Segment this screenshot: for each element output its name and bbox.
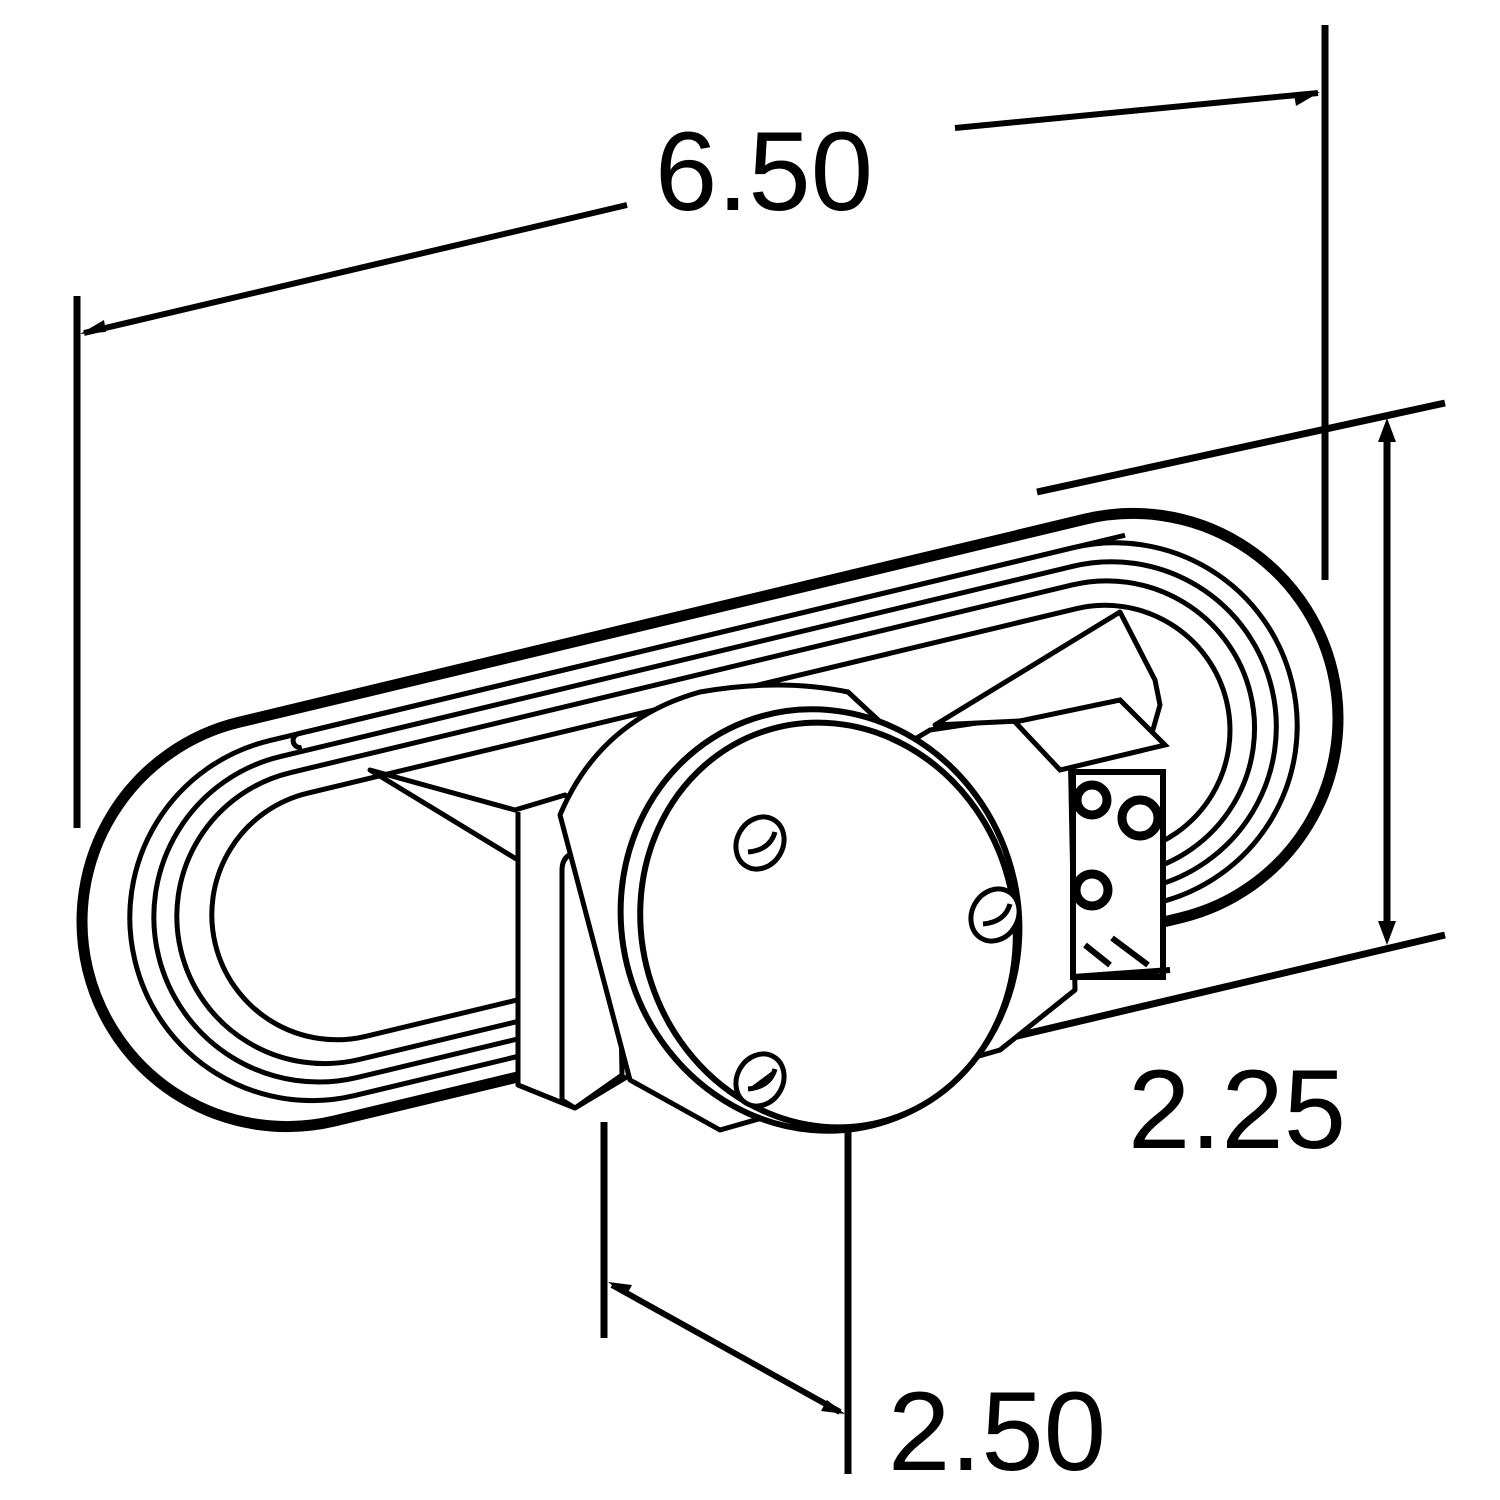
connector-terminal-1 xyxy=(1083,942,1112,968)
depth-dimension-line xyxy=(610,1282,842,1415)
connector-pin-3 xyxy=(1071,869,1113,911)
height-extension-bottom xyxy=(999,931,1446,1044)
length-dimension xyxy=(73,25,1329,828)
connector-terminal-2 xyxy=(1110,935,1150,968)
plug-connector[interactable] xyxy=(1010,697,1171,980)
length-label: 6.50 xyxy=(655,109,873,234)
connector-pin-2 xyxy=(1117,795,1163,841)
oval-back-cap xyxy=(617,706,1023,1134)
length-dimension-line-left xyxy=(83,202,628,336)
height-extension-top xyxy=(1036,399,1446,496)
height-dimension xyxy=(999,399,1446,1044)
connector-base xyxy=(1072,967,1171,980)
screw-icon xyxy=(733,814,787,872)
screw-icon xyxy=(733,1051,787,1109)
back-cap-face xyxy=(637,719,1019,1131)
arrowhead-bottom xyxy=(1378,921,1396,945)
arrowhead-depth-left xyxy=(608,1282,632,1296)
depth-dimension xyxy=(600,1110,852,1474)
screw-right xyxy=(968,886,1022,944)
arrowhead-depth-right xyxy=(821,1400,845,1414)
arrowhead-top xyxy=(1378,418,1396,442)
length-dimension-line-right xyxy=(954,90,1319,131)
connector-top xyxy=(1010,697,1170,773)
height-label: 2.25 xyxy=(1128,1047,1346,1172)
arrowhead-left xyxy=(80,320,106,334)
screw-top xyxy=(733,814,787,872)
screw-bottom xyxy=(733,1051,787,1109)
depth-label: 2.50 xyxy=(888,1369,1106,1494)
connector-pin-1 xyxy=(1072,780,1112,820)
arrowhead-right xyxy=(1294,92,1320,106)
flange-top-rib xyxy=(290,532,1126,750)
screw-icon xyxy=(968,886,1022,944)
